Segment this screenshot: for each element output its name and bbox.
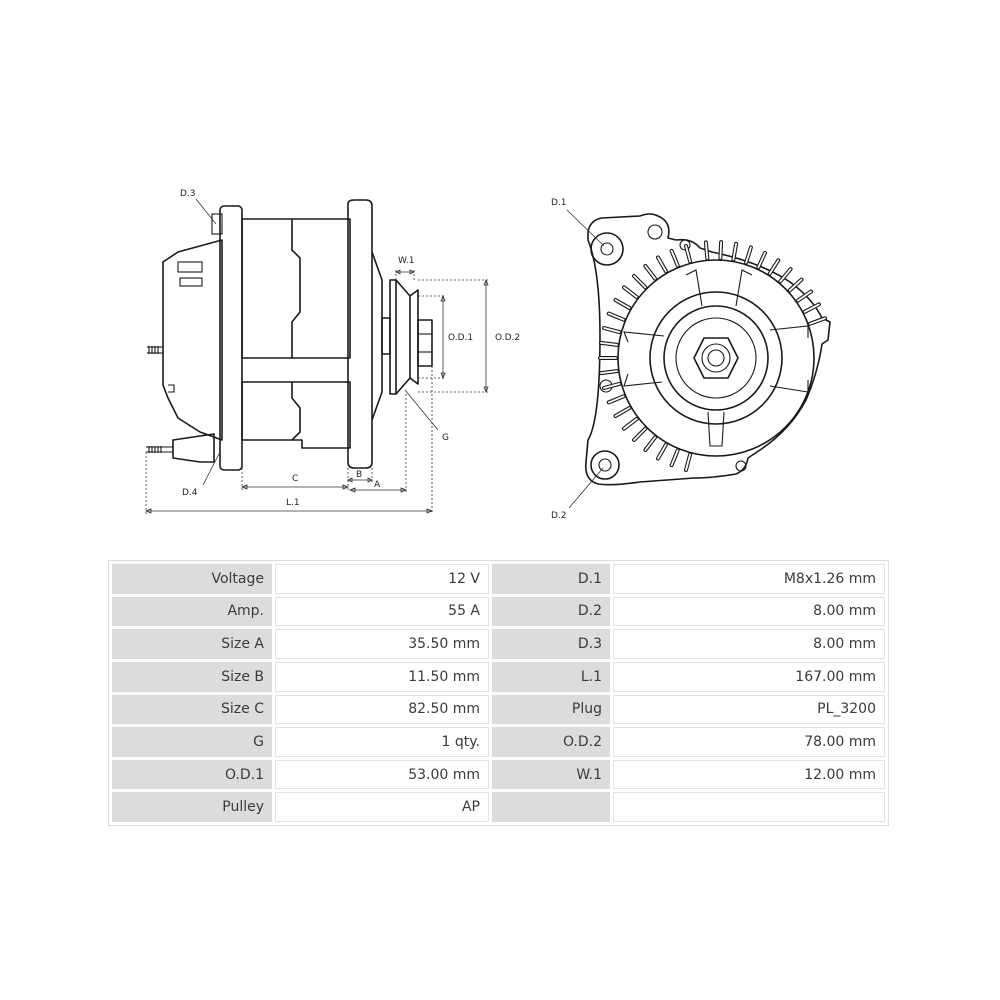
label-l1: L.1 bbox=[286, 498, 300, 508]
cooling-slot-inner bbox=[788, 278, 803, 292]
spec-key: G bbox=[112, 727, 272, 757]
spec-key: Plug bbox=[492, 694, 610, 725]
spec-value: AP bbox=[275, 792, 489, 822]
cooling-slot-inner bbox=[797, 290, 812, 302]
spec-value: 11.50 mm bbox=[275, 661, 489, 692]
label-od2: O.D.2 bbox=[495, 333, 520, 343]
cooling-slot-inner bbox=[809, 317, 826, 325]
cooling-slot-inner bbox=[603, 327, 621, 334]
cooling-slot-inner bbox=[614, 407, 631, 417]
cooling-slot-inner bbox=[757, 251, 766, 269]
spec-value: 8.00 mm bbox=[613, 629, 885, 659]
cooling-slot-inner bbox=[607, 395, 625, 404]
spec-key: Amp. bbox=[112, 596, 272, 627]
spec-key: L.1 bbox=[492, 661, 610, 692]
spec-key bbox=[492, 792, 610, 822]
spec-value: 167.00 mm bbox=[613, 661, 885, 692]
spec-key: Size A bbox=[112, 629, 272, 659]
spec-key: Size B bbox=[112, 661, 272, 692]
label-c: C bbox=[292, 474, 298, 484]
cooling-slot-inner bbox=[803, 303, 820, 313]
alternator-diagram: W.1 O.D.1 O.D.2 G C B A bbox=[144, 189, 831, 521]
cooling-slot-inner bbox=[623, 417, 638, 430]
cooling-slot-inner bbox=[657, 256, 667, 273]
label-d4: D.4 bbox=[182, 488, 198, 498]
cooling-slot-inner bbox=[657, 443, 667, 460]
spec-value: 78.00 mm bbox=[613, 727, 885, 757]
spec-value: 1 qty. bbox=[275, 727, 489, 757]
label-w1: W.1 bbox=[398, 256, 414, 266]
cooling-slots bbox=[598, 240, 827, 472]
cooling-slot-inner bbox=[779, 268, 792, 283]
spec-key: Size C bbox=[112, 694, 272, 725]
spec-key: Pulley bbox=[112, 792, 272, 822]
label-b: B bbox=[356, 470, 362, 480]
cooling-slot-inner bbox=[705, 241, 709, 260]
label-d3: D.3 bbox=[180, 189, 196, 199]
spec-value: PL_3200 bbox=[613, 694, 885, 725]
spec-key: D.1 bbox=[492, 564, 610, 594]
label-a: A bbox=[374, 480, 381, 490]
cooling-slot-inner bbox=[670, 449, 679, 467]
cooling-slot-inner bbox=[600, 341, 618, 346]
spec-value: 53.00 mm bbox=[275, 759, 489, 790]
cooling-slot-inner bbox=[633, 427, 647, 441]
label-d2: D.2 bbox=[551, 511, 567, 521]
spec-value: 55 A bbox=[275, 596, 489, 627]
spec-value: 82.50 mm bbox=[275, 694, 489, 725]
cooling-slot-inner bbox=[607, 312, 625, 321]
spec-key: D.2 bbox=[492, 596, 610, 627]
cooling-slot-inner bbox=[633, 275, 647, 289]
cooling-slot-inner bbox=[614, 299, 631, 309]
front-view: D.1 D.2 bbox=[551, 198, 831, 521]
side-view: W.1 O.D.1 O.D.2 G C B A bbox=[144, 189, 520, 514]
cooling-slot-inner bbox=[732, 242, 737, 261]
spec-key: Voltage bbox=[112, 564, 272, 594]
cooling-slot-inner bbox=[719, 241, 722, 260]
cooling-slot-inner bbox=[768, 259, 780, 275]
spec-value: 8.00 mm bbox=[613, 596, 885, 627]
cooling-slot-inner bbox=[745, 246, 752, 264]
spec-value bbox=[613, 792, 885, 822]
cooling-slot-inner bbox=[603, 382, 621, 389]
label-d1: D.1 bbox=[551, 198, 567, 208]
cooling-slot-inner bbox=[685, 245, 691, 263]
spec-key: D.3 bbox=[492, 629, 610, 659]
spec-key: W.1 bbox=[492, 759, 610, 790]
spec-value: M8x1.26 mm bbox=[613, 564, 885, 594]
cooling-slot-inner bbox=[685, 453, 691, 471]
cooling-slot-inner bbox=[670, 249, 679, 267]
label-g: G bbox=[442, 433, 449, 443]
spec-key: O.D.1 bbox=[112, 759, 272, 790]
cooling-slot-inner bbox=[644, 436, 656, 451]
cooling-slot-inner bbox=[644, 265, 656, 280]
spec-value: 12.00 mm bbox=[613, 759, 885, 790]
spec-value: 35.50 mm bbox=[275, 629, 489, 659]
spec-value: 12 V bbox=[275, 564, 489, 594]
cooling-slot-inner bbox=[600, 370, 618, 375]
label-od1: O.D.1 bbox=[448, 333, 473, 343]
spec-key: O.D.2 bbox=[492, 727, 610, 757]
cooling-slot-inner bbox=[623, 286, 638, 299]
